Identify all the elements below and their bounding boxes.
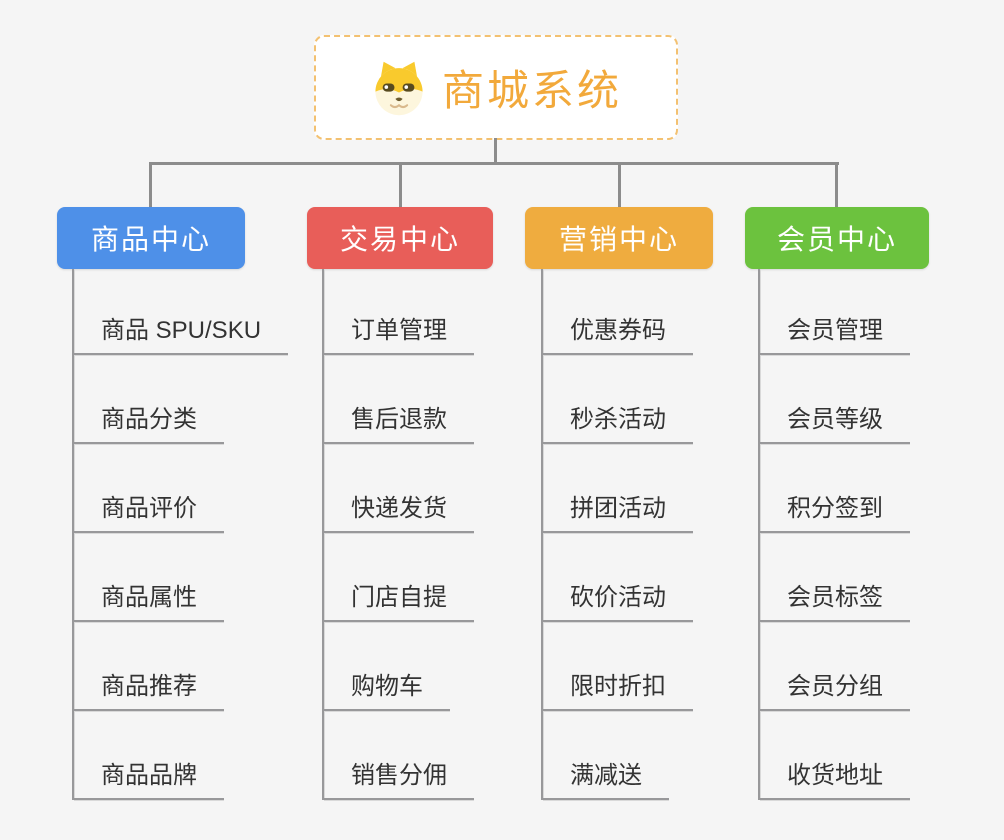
- distribution-line: [149, 162, 839, 165]
- root-node[interactable]: 商城系统: [314, 35, 678, 140]
- tree-item-label: 砍价活动: [543, 577, 693, 622]
- tree-item-label: 售后退款: [324, 399, 474, 444]
- tree-item-label: 拼团活动: [543, 488, 693, 533]
- branch-node-member-center[interactable]: 会员中心: [745, 207, 929, 269]
- tree-item-label: 积分签到: [760, 488, 910, 533]
- tree-item[interactable]: 商品品牌: [74, 711, 288, 800]
- tree-item[interactable]: 秒杀活动: [543, 355, 693, 444]
- branch-node-trade-center[interactable]: 交易中心: [307, 207, 493, 269]
- tree-item-label: 购物车: [324, 666, 450, 711]
- tree-item-label: 会员标签: [760, 577, 910, 622]
- tree-item-label: 会员等级: [760, 399, 910, 444]
- tree-item-label: 收货地址: [760, 755, 910, 800]
- tree-item[interactable]: 拼团活动: [543, 444, 693, 533]
- tree-item-label: 商品评价: [74, 488, 224, 533]
- branch-node-marketing-center[interactable]: 营销中心: [525, 207, 713, 269]
- tree-item[interactable]: 销售分佣: [324, 711, 474, 800]
- tree-item-label: 限时折扣: [543, 666, 693, 711]
- branch-items-product-center: 商品 SPU/SKU 商品分类商品评价商品属性商品推荐商品品牌: [72, 269, 289, 800]
- tree-item[interactable]: 会员管理: [760, 269, 910, 355]
- tree-item-label: 会员管理: [760, 310, 910, 355]
- tree-item[interactable]: 门店自提: [324, 533, 474, 622]
- tree-item[interactable]: 优惠券码: [543, 269, 693, 355]
- tree-item-label: 商品属性: [74, 577, 224, 622]
- tree-item-label: 商品分类: [74, 399, 224, 444]
- tree-item[interactable]: 收货地址: [760, 711, 910, 800]
- tree-item[interactable]: 订单管理: [324, 269, 474, 355]
- tree-item[interactable]: 售后退款: [324, 355, 474, 444]
- branch-items-member-center: 会员管理会员等级积分签到会员标签会员分组收货地址: [758, 269, 910, 800]
- branch-connector-line: [399, 164, 402, 208]
- tree-item[interactable]: 商品推荐: [74, 622, 288, 711]
- tree-item[interactable]: 商品 SPU/SKU: [74, 269, 289, 355]
- tree-item[interactable]: 商品属性: [74, 533, 288, 622]
- tree-item-label: 会员分组: [760, 666, 910, 711]
- branch-items-trade-center: 订单管理售后退款快递发货门店自提购物车销售分佣: [322, 269, 474, 800]
- tree-item[interactable]: 商品评价: [74, 444, 288, 533]
- tree-item[interactable]: 满减送: [543, 711, 693, 800]
- tree-item[interactable]: 会员等级: [760, 355, 910, 444]
- tree-item[interactable]: 会员标签: [760, 533, 910, 622]
- tree-item-label: 商品 SPU/SKU: [74, 310, 289, 355]
- tree-item[interactable]: 购物车: [324, 622, 474, 711]
- root-title: 商城系统: [441, 67, 622, 114]
- tree-item[interactable]: 商品分类: [74, 355, 288, 444]
- tree-item-label: 商品推荐: [74, 666, 224, 711]
- branch-connector-line: [618, 164, 621, 208]
- tree-item[interactable]: 快递发货: [324, 444, 474, 533]
- branch-connector-line: [835, 164, 838, 208]
- branch-items-marketing-center: 优惠券码秒杀活动拼团活动砍价活动限时折扣满减送: [541, 269, 693, 800]
- branch-connector-line: [149, 164, 152, 208]
- tree-item-label: 门店自提: [324, 577, 474, 622]
- tree-item[interactable]: 积分签到: [760, 444, 910, 533]
- tree-item[interactable]: 砍价活动: [543, 533, 693, 622]
- tree-item-label: 快递发货: [324, 488, 474, 533]
- tree-item-label: 满减送: [543, 755, 669, 800]
- dog-face-icon: [375, 61, 423, 115]
- tree-item-label: 秒杀活动: [543, 399, 693, 444]
- tree-item-label: 订单管理: [324, 310, 474, 355]
- tree-item-label: 优惠券码: [543, 310, 693, 355]
- tree-item-label: 销售分佣: [324, 755, 474, 800]
- tree-item-label: 商品品牌: [74, 755, 224, 800]
- tree-item[interactable]: 会员分组: [760, 622, 910, 711]
- branch-node-product-center[interactable]: 商品中心: [57, 207, 245, 269]
- tree-item[interactable]: 限时折扣: [543, 622, 693, 711]
- root-connector-line: [494, 138, 497, 164]
